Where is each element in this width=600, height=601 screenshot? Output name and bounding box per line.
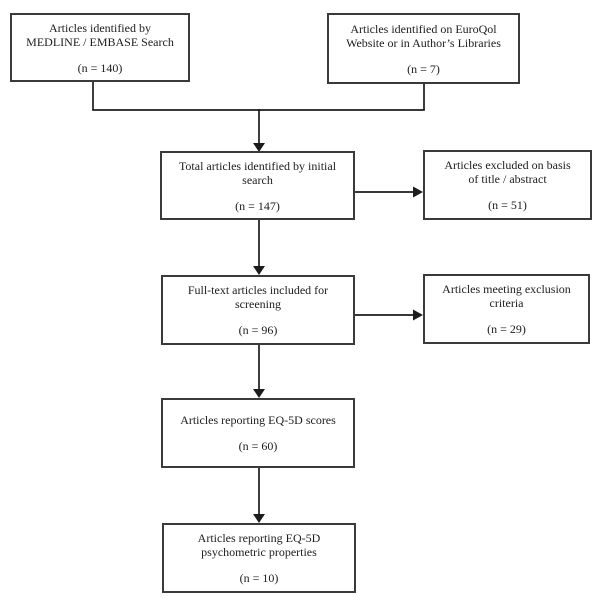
box-title: Articles meeting exclusion criteria [442,282,571,310]
box-count: (n = 60) [238,439,278,453]
arrow-total-to-fulltext [253,220,265,275]
arrow-scores-to-psychometric [253,468,265,523]
box-title: Full-text articles included for screenin… [187,283,329,311]
box-count: (n = 29) [487,322,526,336]
box-title: Total articles identified by initial sea… [178,158,337,187]
box-exclusion-criteria: Articles meeting exclusion criteria (n =… [423,274,590,344]
box-eq5d-psychometric: Articles reporting EQ-5D psychometric pr… [162,523,356,593]
arrow-to-total [253,109,265,152]
box-count: (n = 7) [407,61,440,76]
box-euroqol-website: Articles identified on EuroQol Website o… [327,13,520,84]
box-title: Articles identified on EuroQol Website o… [346,21,501,50]
box-title: Articles identified by MEDLINE / EMBASE … [26,20,174,49]
box-title: Articles reporting EQ-5D scores [180,413,336,427]
arrow-fulltext-to-scores [253,345,265,398]
box-total-identified: Total articles identified by initial sea… [160,151,355,220]
box-title: Articles reporting EQ-5D psychometric pr… [197,531,321,559]
arrow-total-to-excluded [355,186,423,198]
box-count: (n = 147) [235,198,280,213]
box-medline-embase: Articles identified by MEDLINE / EMBASE … [10,13,190,82]
box-count: (n = 10) [239,571,279,585]
box-count: (n = 140) [77,60,123,75]
box-title: Articles excluded on basis of title / ab… [444,158,571,186]
box-count: (n = 51) [488,198,527,212]
box-count: (n = 96) [238,323,278,337]
arrow-fulltext-to-exclusion [355,309,423,321]
box-fulltext-screening: Full-text articles included for screenin… [161,275,355,345]
box-excluded-title-abstract: Articles excluded on basis of title / ab… [423,150,592,220]
box-eq5d-scores: Articles reporting EQ-5D scores (n = 60) [161,398,355,468]
